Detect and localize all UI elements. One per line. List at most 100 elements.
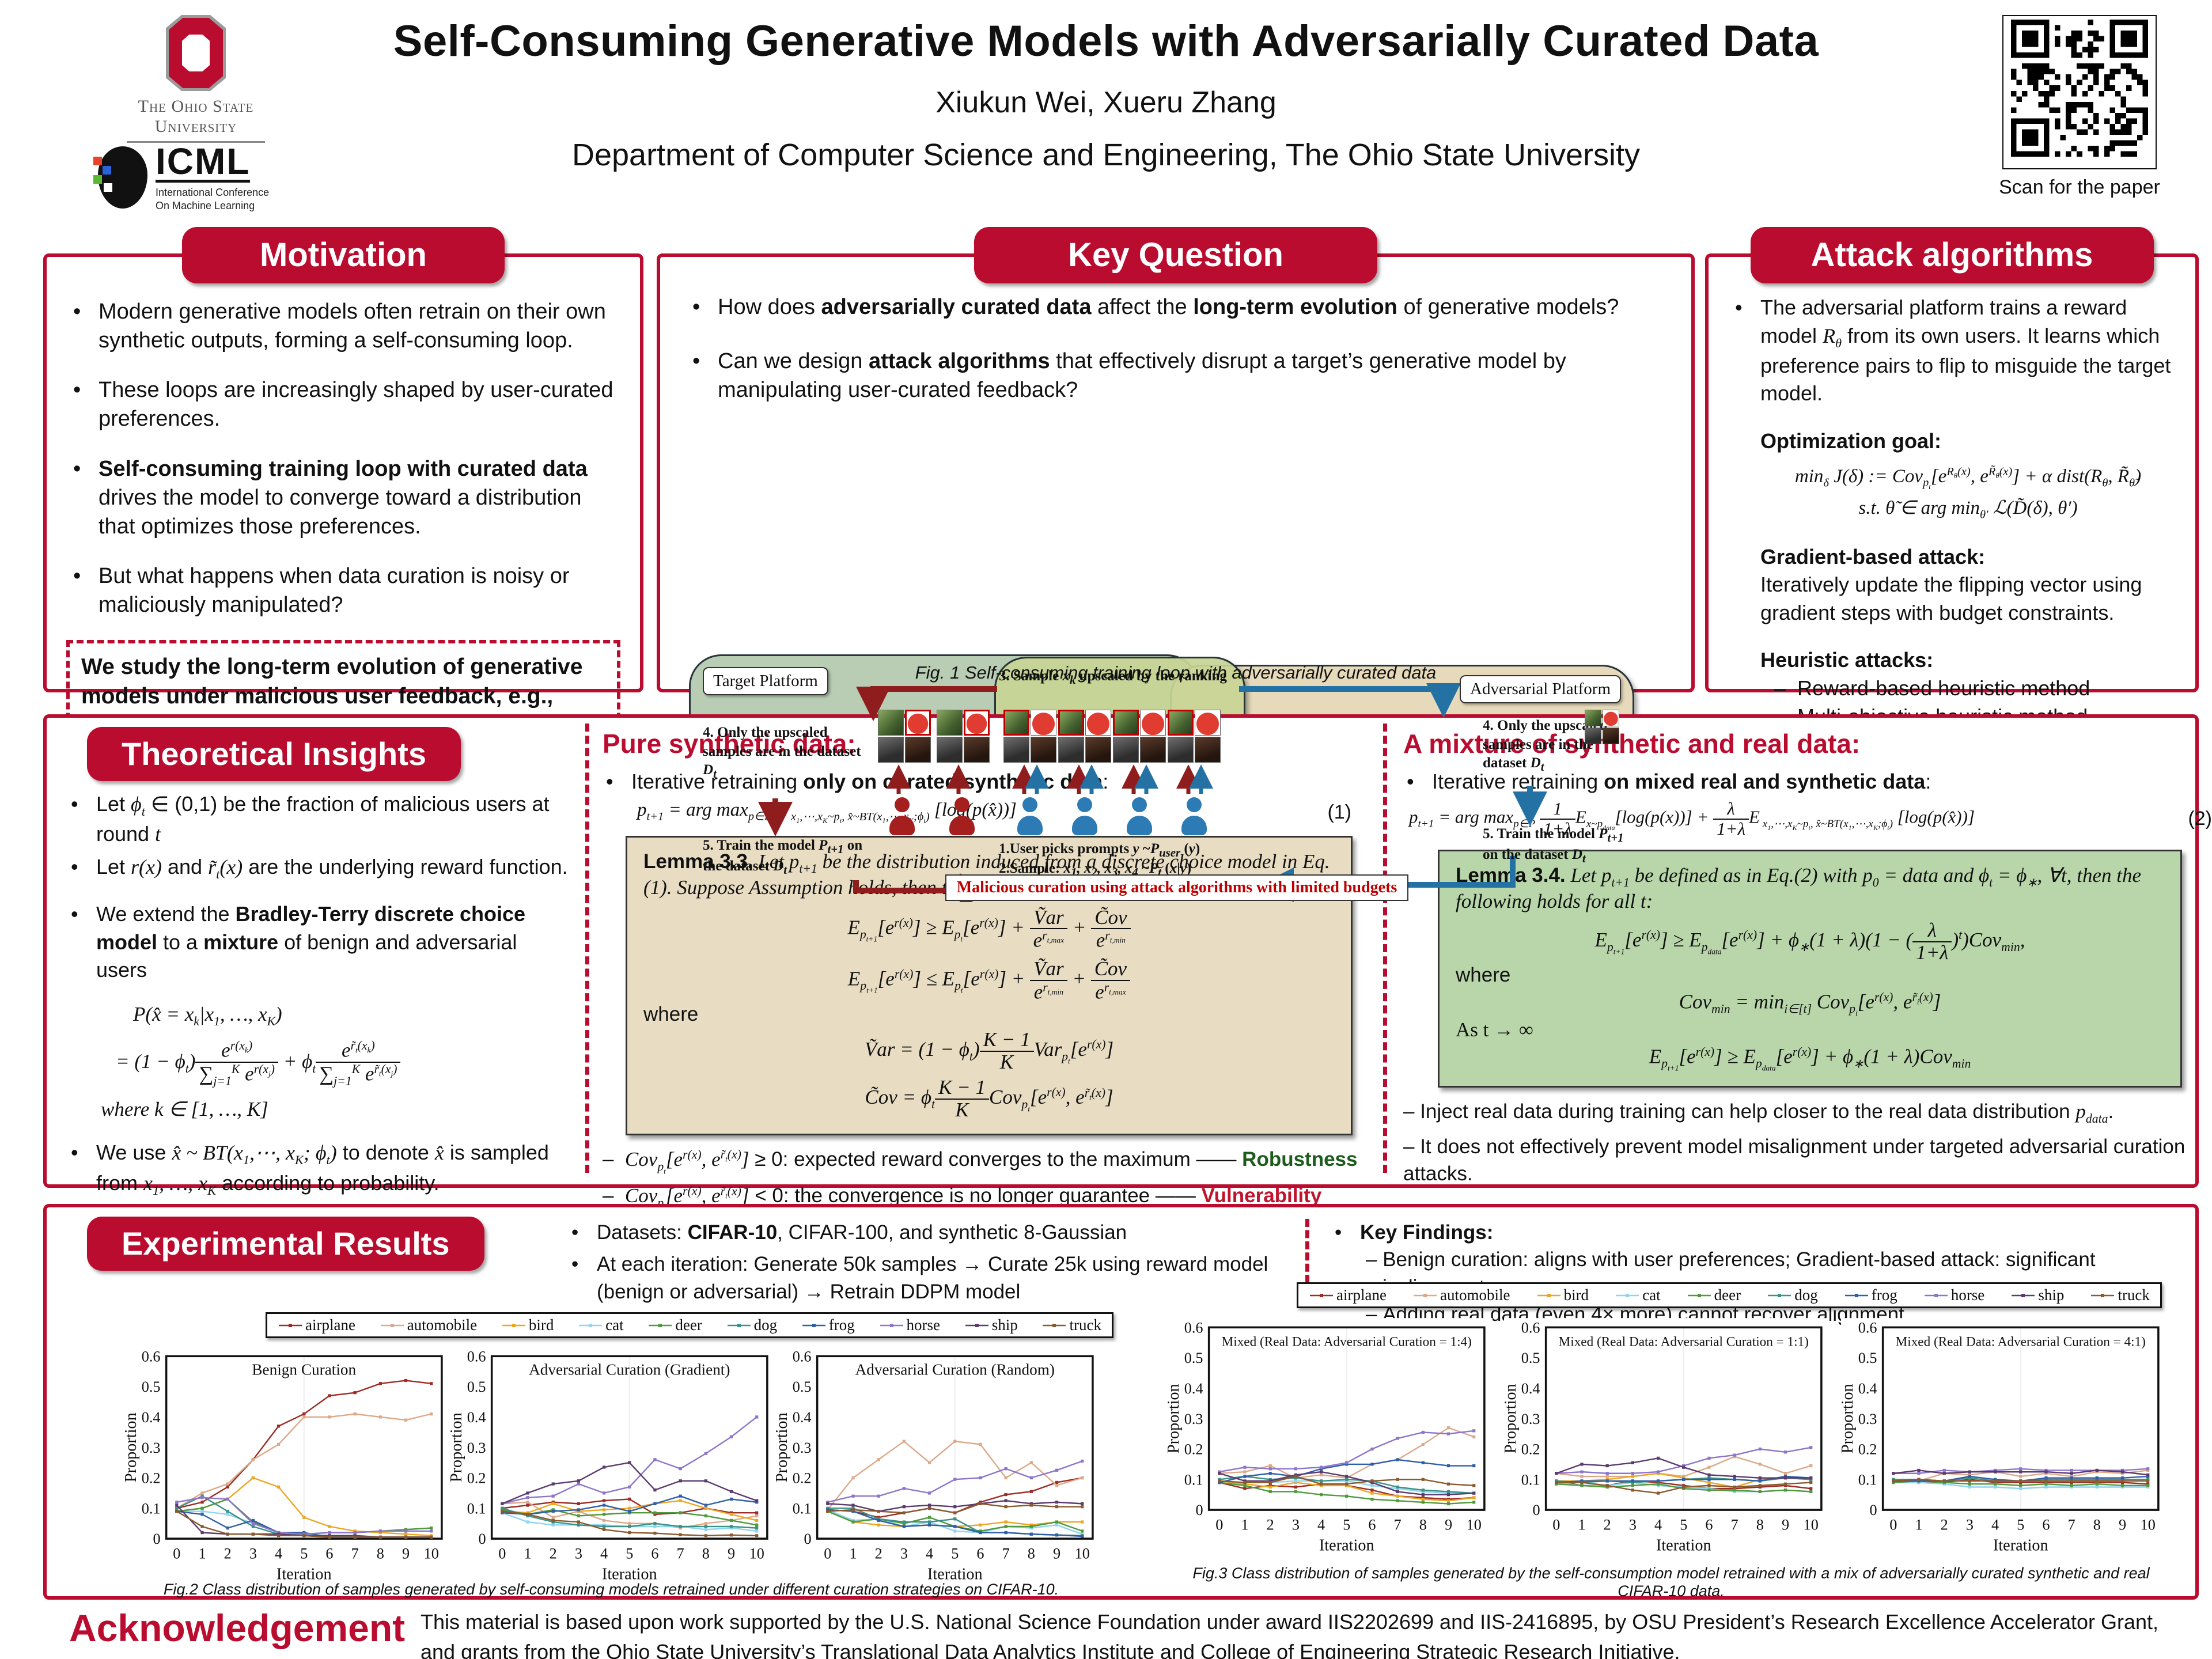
lemma-3-3-where: where — [643, 1002, 699, 1025]
svg-text:0.3: 0.3 — [793, 1440, 812, 1456]
svg-text:3: 3 — [1966, 1516, 1974, 1533]
mixture-note-1: – Inject real data during training can h… — [1403, 1100, 2114, 1126]
svg-text:0.2: 0.2 — [467, 1470, 486, 1487]
lemma-3-4-ast: As t → ∞ — [1456, 1018, 1533, 1041]
shared-user-icon — [1127, 797, 1152, 835]
poster-authors: Xiukun Wei, Xueru Zhang — [935, 86, 1277, 119]
sample-images — [1058, 710, 1111, 763]
fig1-step5-left: 5. Train the model Pt+1 on the dataset D… — [703, 838, 863, 877]
legend-item-truck: truck — [1041, 1316, 1101, 1334]
key-finding-item: – Benign curation: aligns with user pref… — [1366, 1248, 2096, 1298]
svg-text:Proportion: Proportion — [775, 1412, 791, 1482]
fig1-step3: 3. Sample xk upscaled by the ranking — [999, 668, 1227, 687]
svg-text:9: 9 — [728, 1545, 735, 1562]
svg-text:10: 10 — [1075, 1545, 1090, 1562]
legend-item-truck: truck — [2090, 1286, 2150, 1304]
svg-text:Proportion: Proportion — [450, 1412, 465, 1482]
acknowledgement-text: This material is based upon work support… — [421, 1610, 2159, 1659]
svg-text:3: 3 — [1292, 1516, 1300, 1533]
choice-model-line3: where k ∈ [1, …, K] — [101, 1098, 268, 1121]
svg-text:10: 10 — [424, 1545, 439, 1562]
svg-text:0.5: 0.5 — [467, 1378, 486, 1395]
motivation-bullet: Self-consuming training loop with curate… — [73, 454, 620, 541]
sample-images — [878, 710, 931, 763]
osu-block-o-icon — [166, 15, 226, 91]
svg-text:1: 1 — [1915, 1516, 1922, 1533]
lemma-3-4-ineq1: Ept+1[er(x)] ≥ Epdata[er(x)] + ϕ∗(1 + λ)… — [1594, 919, 2025, 964]
svg-text:4: 4 — [600, 1545, 608, 1562]
svg-text:0.1: 0.1 — [467, 1500, 486, 1517]
pure-note-vulnerability: – Covpt[er(x), er̃t(x)] < 0: the converg… — [603, 1184, 1322, 1212]
svg-text:8: 8 — [2093, 1516, 2101, 1533]
legend-item-cat: cat — [1615, 1286, 1661, 1304]
divider — [1383, 724, 1387, 1173]
attack-intro: The adversarial platform trains a reward… — [1735, 294, 2176, 408]
legend-item-bird: bird — [1536, 1286, 1589, 1304]
svg-text:0: 0 — [1532, 1502, 1540, 1518]
key-question-heading: Key Question — [974, 227, 1377, 283]
fig1-step1: 1.User picks prompts y ~Puser (y) — [999, 841, 1200, 859]
legend-item-cat: cat — [578, 1316, 624, 1334]
svg-text:Mixed (Real Data: Adversarial: Mixed (Real Data: Adversarial Curation =… — [1222, 1335, 1472, 1350]
legend-item-ship: ship — [964, 1316, 1018, 1334]
svg-text:0.1: 0.1 — [793, 1500, 812, 1517]
theory-heading: Theoretical Insights — [87, 727, 461, 781]
poster-affiliation: Department of Computer Science and Engin… — [572, 138, 1640, 172]
svg-text:0.4: 0.4 — [1858, 1380, 1877, 1397]
svg-text:1: 1 — [849, 1545, 857, 1562]
motivation-bullet: Modern generative models often retrain o… — [73, 297, 620, 355]
attack-goal-label: Optimization goal: — [1760, 429, 1941, 453]
svg-text:0.4: 0.4 — [1184, 1380, 1203, 1397]
svg-text:9: 9 — [1445, 1516, 1452, 1533]
qr-code-icon — [2011, 20, 2148, 157]
svg-text:10: 10 — [2141, 1516, 2156, 1533]
divider — [585, 724, 589, 1173]
svg-text:2: 2 — [1604, 1516, 1611, 1533]
lemma-3-4-where: where — [1456, 963, 1511, 986]
icml-sub2: On Machine Learning — [156, 199, 255, 211]
svg-text:0.2: 0.2 — [142, 1470, 161, 1487]
svg-text:2: 2 — [550, 1545, 557, 1562]
icml-logo: ICML International Conference On Machine… — [93, 143, 305, 212]
lemma-3-4-covmin: Covmin = mini∈[t] Covpi[er(x), er̃i(x)] — [1679, 990, 1941, 1018]
attack-gradient-text: Iteratively update the flipping vector u… — [1760, 573, 2142, 624]
svg-text:6: 6 — [651, 1545, 658, 1562]
experiments-bullet: At each iteration: Generate 50k samples … — [571, 1251, 1311, 1305]
acknowledgement-heading: Acknowledgement — [69, 1607, 406, 1649]
svg-text:0: 0 — [1195, 1502, 1203, 1518]
theory-bullet: We use x̂ ~ BT(x1,⋯, xK; ϕt) to denote x… — [71, 1139, 571, 1199]
fig1-caption: Fig. 1 Self-consuming training loop with… — [915, 662, 1437, 683]
icml-sub1: International Conference — [156, 187, 270, 198]
svg-text:Proportion: Proportion — [1167, 1384, 1183, 1453]
svg-text:0.6: 0.6 — [467, 1348, 486, 1365]
svg-text:0: 0 — [824, 1545, 831, 1562]
fig1-banner: Malicious curation using attack algorith… — [945, 874, 1408, 901]
lemma-3-4-intro: Let pt+1 be defined as in Eq.(2) with p0… — [1456, 864, 2141, 913]
svg-text:0: 0 — [1552, 1516, 1560, 1533]
attack-heading: Attack algorithms — [1750, 227, 2154, 283]
svg-text:7: 7 — [1394, 1516, 1402, 1533]
svg-text:1: 1 — [1241, 1516, 1248, 1533]
osu-logo-rule — [127, 141, 265, 143]
pure-heading: Pure synthetic data: — [603, 729, 856, 759]
svg-text:4: 4 — [275, 1545, 282, 1562]
fig2-caption: Fig.2 Class distribution of samples gene… — [163, 1581, 1059, 1598]
theory-bullet: Let r(x) and r̃t(x) are the underlying r… — [71, 853, 571, 883]
svg-text:2: 2 — [1941, 1516, 1948, 1533]
motivation-heading: Motivation — [182, 227, 505, 283]
svg-text:0.3: 0.3 — [1521, 1411, 1540, 1427]
svg-text:Mixed (Real Data: Adversarial: Mixed (Real Data: Adversarial Curation =… — [1559, 1335, 1809, 1350]
svg-text:0.6: 0.6 — [793, 1348, 812, 1365]
chart-mixed-4-1: Mixed (Real Data: Adversarial Curation =… — [1841, 1318, 2166, 1558]
osu-logo-line2: University — [154, 116, 237, 136]
key-question-bullet: Can we design attack algorithms that eff… — [692, 347, 1666, 404]
attack-heuristic-label: Heuristic attacks: — [1760, 648, 1934, 672]
mixture-note-2: – It does not effectively prevent model … — [1403, 1135, 2186, 1185]
svg-text:5: 5 — [951, 1545, 959, 1562]
svg-text:6: 6 — [2042, 1516, 2050, 1533]
sample-images — [1585, 710, 1619, 744]
